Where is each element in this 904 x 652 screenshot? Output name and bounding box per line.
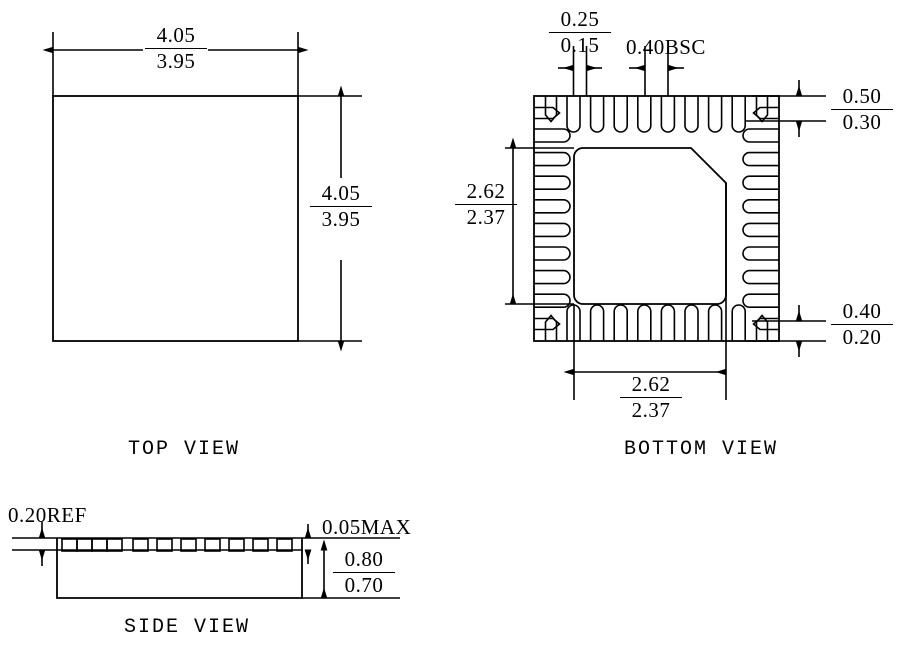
top-view-height-dimension: 4.05 3.95 bbox=[310, 182, 372, 230]
bottom-view-thermal-pad bbox=[573, 147, 727, 305]
side-view-body-height-min: 0.70 bbox=[344, 572, 384, 597]
top-view-height-min: 3.95 bbox=[321, 206, 361, 231]
bottom-view-lead-width-dimension: 0.25 0.15 bbox=[549, 8, 611, 56]
side-view-standoff-dimension: 0.05MAX bbox=[322, 515, 412, 539]
top-view-width-min: 3.95 bbox=[156, 48, 196, 73]
bottom-view-lead-length-dimension: 0.50 0.30 bbox=[831, 85, 893, 133]
side-view-lead-thickness-dimension: 0.20REF bbox=[8, 503, 87, 527]
bottom-view-corner-lead-dimension: 0.40 0.20 bbox=[831, 300, 893, 348]
top-view-group bbox=[42, 32, 362, 352]
bottom-view-pad-width-min: 2.37 bbox=[631, 397, 671, 422]
bottom-view-corner-lead-min: 0.20 bbox=[842, 324, 882, 349]
bottom-view-lead-width-max: 0.25 bbox=[549, 8, 611, 33]
bottom-view-leads-right bbox=[742, 128, 779, 308]
side-view-body-height-max: 0.80 bbox=[333, 548, 395, 573]
bottom-view-pad-height-dimension: 2.62 2.37 bbox=[455, 180, 517, 228]
bottom-view-lead-width-min: 0.15 bbox=[560, 32, 600, 57]
top-view-width-max: 4.05 bbox=[145, 24, 207, 49]
bottom-view-label: BOTTOM VIEW bbox=[624, 438, 779, 461]
sv-leads bbox=[61, 538, 293, 552]
top-view-label: TOP VIEW bbox=[128, 438, 241, 461]
bottom-view-pad-width-max: 2.62 bbox=[620, 373, 682, 398]
bottom-view-leads-bottom bbox=[566, 304, 746, 341]
bottom-view-pad-height-max: 2.62 bbox=[455, 180, 517, 205]
bottom-view-pad-height-min: 2.37 bbox=[466, 204, 506, 229]
bottom-view-leads-top bbox=[566, 96, 746, 133]
bottom-view-group bbox=[505, 46, 826, 400]
bottom-view-lead-length-max: 0.50 bbox=[831, 85, 893, 110]
bottom-view-corner-lead-max: 0.40 bbox=[831, 300, 893, 325]
sv-body bbox=[56, 538, 303, 599]
bottom-view-pad-width-dimension: 2.62 2.37 bbox=[620, 373, 682, 421]
bottom-view-leads-left bbox=[534, 128, 571, 308]
bottom-view-body bbox=[533, 95, 780, 342]
side-view-label: SIDE VIEW bbox=[124, 616, 251, 639]
bottom-view-pitch-dimension: 0.40BSC bbox=[626, 35, 706, 59]
side-view-body-height-dimension: 0.80 0.70 bbox=[333, 548, 395, 596]
top-view-height-max: 4.05 bbox=[310, 182, 372, 207]
side-view-group bbox=[12, 522, 400, 599]
top-view-body bbox=[52, 95, 299, 342]
bottom-view-lead-length-min: 0.30 bbox=[842, 109, 882, 134]
top-view-width-dimension: 4.05 3.95 bbox=[145, 24, 207, 72]
